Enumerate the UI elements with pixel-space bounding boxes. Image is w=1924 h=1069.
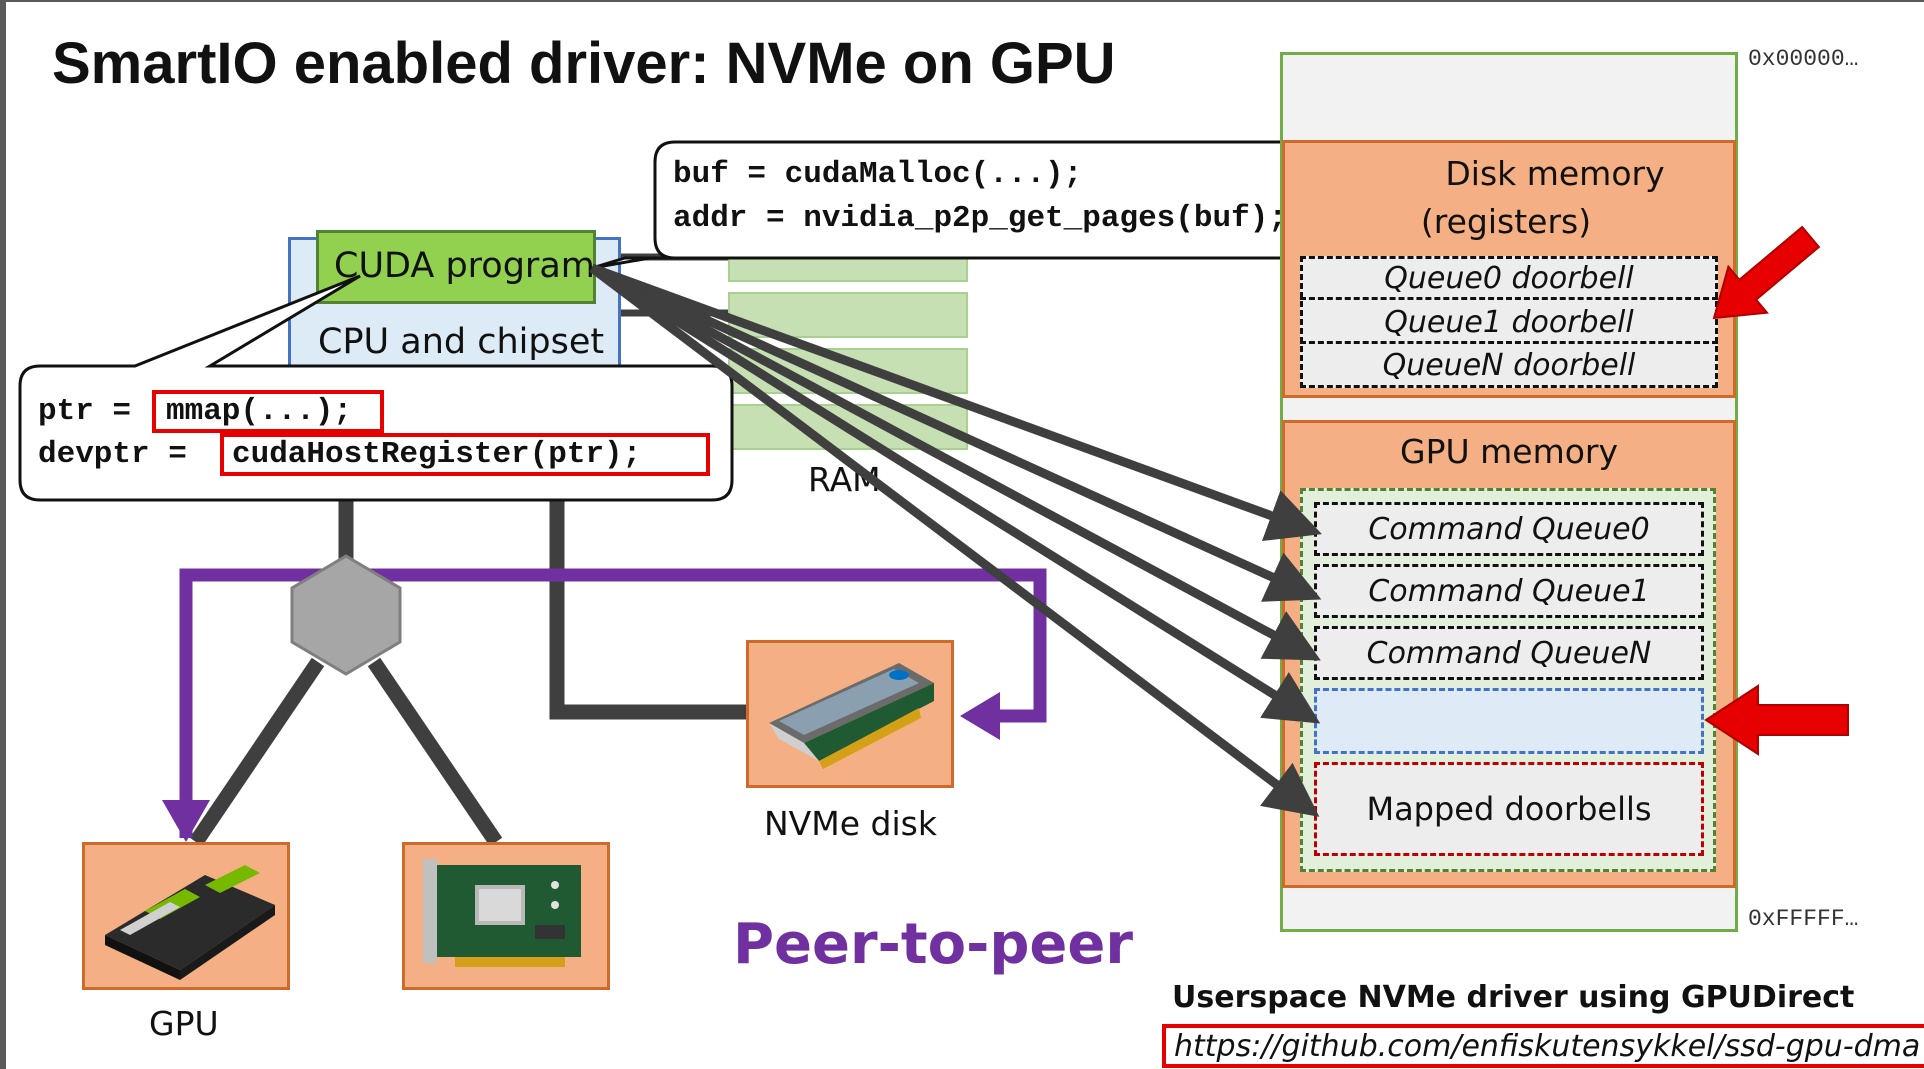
nvme-card-icon (769, 663, 934, 769)
code-left-line-2-prefix: devptr = (38, 437, 206, 472)
mapped-doorbells: Mapped doorbells (1314, 762, 1704, 856)
gpu-device-box (82, 842, 290, 990)
red-arrow-icon (1712, 225, 1821, 320)
page-title: SmartIO enabled driver: NVMe on GPU (52, 31, 1116, 96)
code-left-line-1-prefix: ptr = (38, 394, 150, 429)
cuda-program-label: CUDA program (334, 246, 595, 286)
network-card-icon (423, 859, 581, 967)
p2p-arrowhead-gpu (162, 800, 210, 842)
network-card-box (402, 842, 610, 990)
peer-to-peer-label: Peer-to-peer (733, 912, 1134, 977)
arrow-to-buffer-slot (589, 264, 1321, 724)
red-arrow-icon (1704, 684, 1849, 756)
cpu-to-nvme-bus (549, 480, 750, 720)
command-queue1: Command Queue1 (1314, 564, 1704, 618)
peer-to-peer-path (179, 568, 1047, 838)
cuda-host-register-highlight (220, 433, 710, 476)
address-top-label: 0x00000… (1748, 46, 1859, 72)
arrow-to-command-queue1 (590, 263, 1322, 602)
gpu-card-icon (105, 865, 275, 980)
address-bottom-label: 0xFFFFF… (1748, 906, 1859, 932)
cpu-chipset-label: CPU and chipset (318, 322, 605, 362)
command-queue0: Command Queue0 (1314, 502, 1704, 556)
disk-memory-title-line-2: (registers) (1420, 202, 1592, 241)
doorbell-queue1: Queue1 doorbell (1300, 302, 1718, 344)
footer-link[interactable]: https://github.com/enfiskutensykkel/ssd-… (1162, 1024, 1924, 1068)
cuda-program-box (316, 230, 596, 304)
switch-to-gpu-link (189, 657, 325, 847)
code-top-line-2: addr = nvidia_p2p_get_pages(buf); (673, 201, 1287, 236)
code-left-line-2-call: cudaHostRegister(ptr); (232, 437, 642, 472)
arrow-to-command-queue0 (590, 263, 1322, 542)
arrow-to-mapped-doorbells (589, 264, 1320, 817)
arrow-to-command-queuen (589, 264, 1321, 661)
footer-caption: Userspace NVMe driver using GPUDirect (1172, 980, 1855, 1015)
gpu-label: GPU (149, 1004, 219, 1043)
nvme-device-box (746, 640, 954, 788)
disk-memory-title-line-1: Disk memory (1445, 154, 1665, 193)
doorbell-queue0: Queue0 doorbell (1300, 258, 1718, 300)
ram-bank-2 (728, 292, 968, 338)
doorbell-queuen: QueueN doorbell (1382, 348, 1636, 383)
switch-hexagon-icon (290, 554, 402, 676)
nvme-label: NVMe disk (764, 804, 937, 843)
command-queuen: Command QueueN (1314, 626, 1704, 680)
code-top-line-1: buf = cudaMalloc(...); (673, 157, 1083, 192)
mmap-highlight (152, 390, 384, 433)
p2p-arrowhead-nvme (960, 692, 1000, 740)
doorbell-group (1300, 256, 1718, 388)
empty-buffer-slot (1314, 688, 1704, 754)
gpu-memory-title: GPU memory (1400, 432, 1618, 471)
switch-to-nic-link (367, 657, 503, 847)
code-left-line-1-call: mmap(...); (166, 394, 353, 429)
